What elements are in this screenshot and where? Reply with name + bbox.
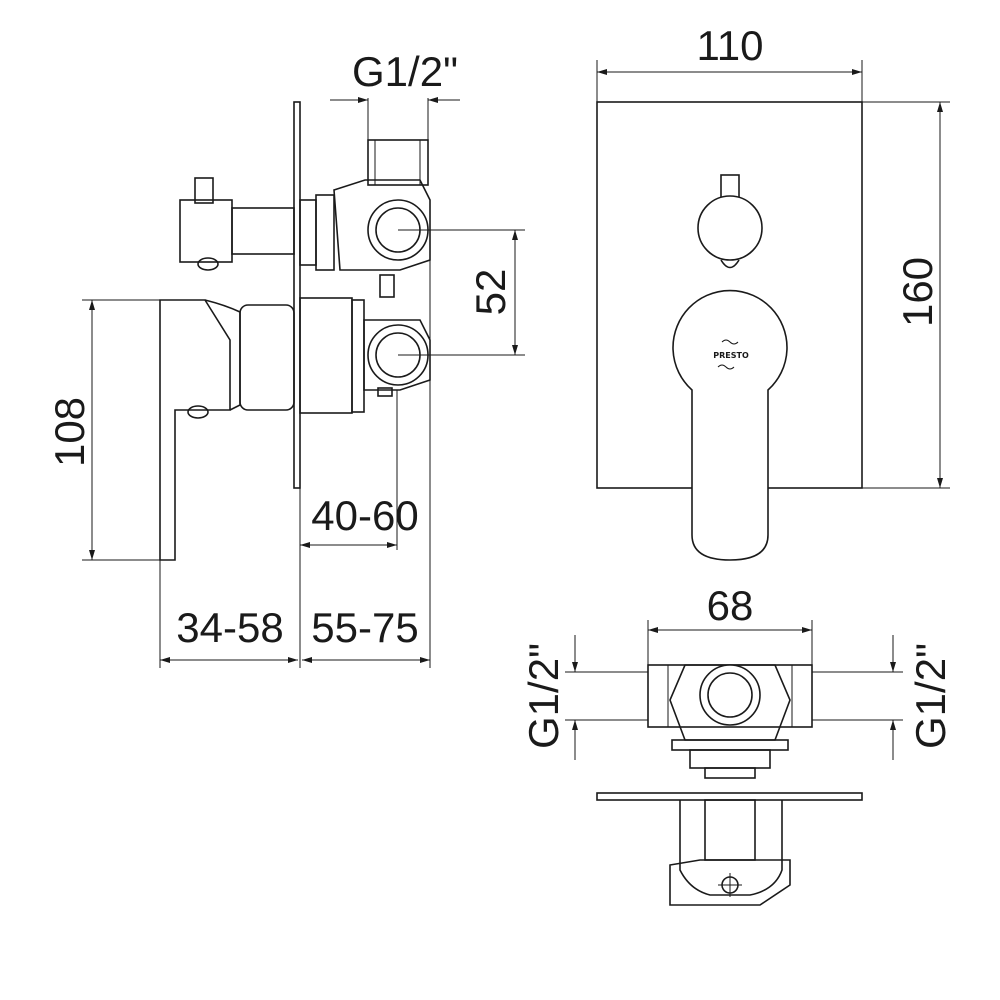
side-view: G1/2" 52 108 40-60 34-58 55-75 [46,48,525,668]
diverter-knob [179,199,233,263]
front-view: PRESTO 110 160 [596,22,950,561]
dim-body-width: 68 [707,582,754,629]
handle-lever [159,299,231,561]
dim-depth-adjust: 40-60 [311,492,418,539]
diverter-knob-front [697,195,763,261]
dim-outlet-spacing: 52 [467,269,514,316]
wall-plate [293,101,301,489]
wall-plate-bottom [596,792,863,801]
dim-handle-height: 108 [46,397,93,467]
dim-width-front: 110 [697,22,764,69]
logo-text: PRESTO [713,351,749,360]
handle-front [672,289,788,561]
handle-bottom [669,859,791,906]
dim-top-thread: G1/2" [352,48,458,95]
center-outlet [699,664,761,726]
dim-handle-projection: 34-58 [176,604,283,651]
dim-right-thread: G1/2" [907,643,954,749]
presto-logo: PRESTO [713,339,749,370]
top-inlet [367,139,429,186]
dim-left-thread: G1/2" [520,643,567,749]
bottom-view: 68 G1/2" G1/2" [520,582,954,906]
dim-height-front: 160 [894,257,941,327]
diverter-stem [194,177,214,204]
dim-body-depth: 55-75 [311,604,418,651]
